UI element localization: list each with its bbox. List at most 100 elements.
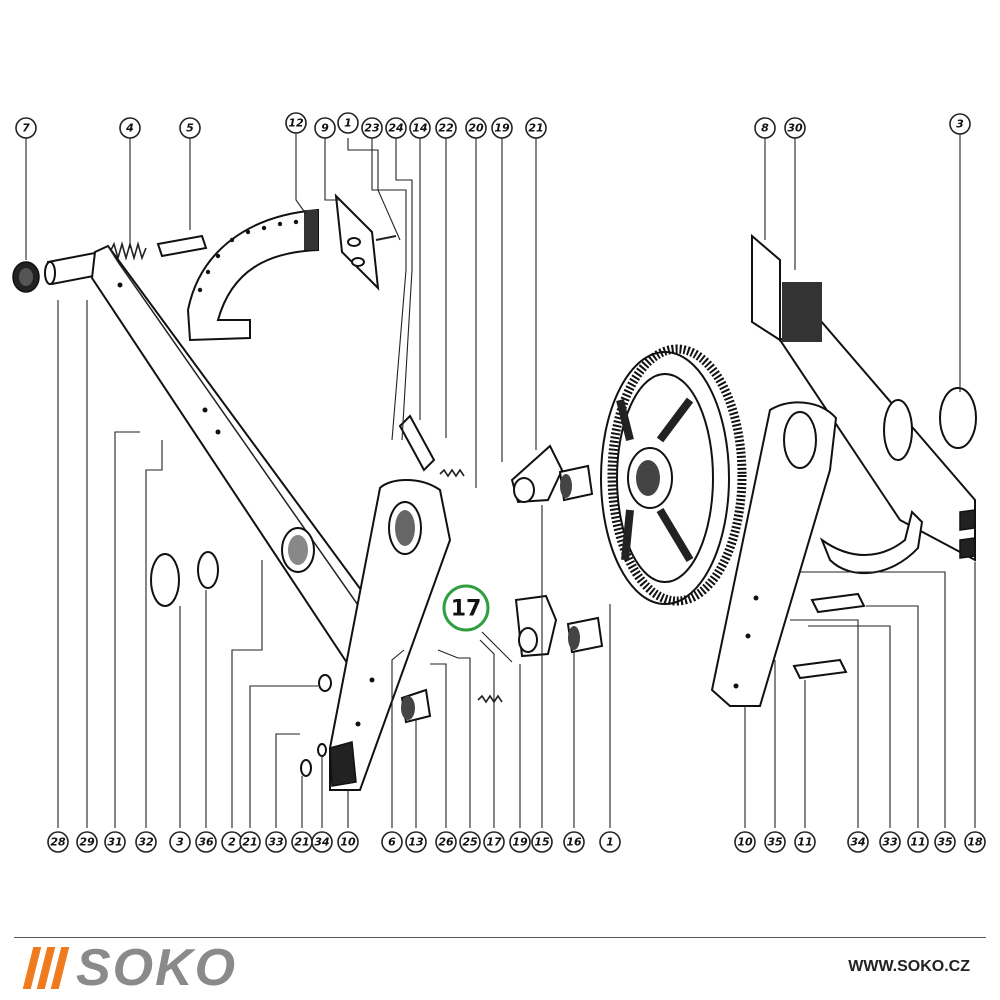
svg-text:17: 17 — [451, 597, 482, 622]
svg-text:5: 5 — [186, 122, 194, 135]
callout-19-top: 19 — [491, 117, 513, 139]
svg-text:22: 22 — [438, 122, 454, 135]
callout-14: 14 — [409, 117, 431, 139]
callout-22: 22 — [435, 117, 457, 139]
svg-text:25: 25 — [462, 836, 478, 849]
svg-text:33: 33 — [268, 836, 284, 849]
callout-36: 36 — [195, 831, 217, 853]
washer-part — [300, 759, 312, 777]
svg-text:21: 21 — [294, 836, 309, 849]
left-side-plate-part — [329, 479, 452, 791]
svg-text:21: 21 — [242, 836, 257, 849]
sleeve-part — [44, 250, 106, 286]
callout-11-a: 11 — [794, 831, 816, 853]
spring-part — [109, 241, 147, 261]
circlip-part — [197, 551, 219, 589]
svg-text:11: 11 — [797, 836, 812, 849]
callout-16: 16 — [563, 831, 585, 853]
callout-33-b: 33 — [879, 831, 901, 853]
svg-text:31: 31 — [107, 836, 122, 849]
pin-part — [156, 234, 208, 258]
highlighted-callout-17[interactable]: 17 — [442, 584, 513, 663]
svg-text:20: 20 — [468, 122, 484, 135]
svg-text:29: 29 — [79, 836, 95, 849]
retaining-ring-part — [939, 387, 977, 449]
callout-5: 5 — [179, 117, 201, 139]
svg-text:24: 24 — [388, 122, 403, 135]
washer-part — [317, 743, 327, 757]
link-plate-part — [398, 414, 436, 472]
callout-28: 28 — [47, 831, 69, 853]
gear-wheel-part — [600, 344, 747, 606]
bushing-part — [558, 464, 604, 654]
brand-bars-icon — [22, 947, 70, 989]
callout-3-top: 3 — [949, 113, 971, 135]
callout-23: 23 — [361, 117, 383, 139]
svg-text:32: 32 — [138, 836, 154, 849]
brand-logo[interactable]: SOKO — [22, 939, 238, 997]
svg-text:6: 6 — [388, 836, 396, 849]
svg-text:1: 1 — [344, 117, 352, 130]
footer-divider — [14, 937, 986, 938]
callout-18: 18 — [964, 831, 986, 853]
callout-2: 2 — [221, 831, 243, 853]
svg-text:34: 34 — [314, 836, 329, 849]
callout-1-top: 1 — [337, 112, 359, 134]
bolt-part — [792, 658, 848, 680]
bolt-part — [810, 592, 866, 614]
callout-4: 4 — [119, 117, 141, 139]
svg-text:35: 35 — [767, 836, 783, 849]
callout-15: 15 — [531, 831, 553, 853]
svg-text:23: 23 — [364, 122, 380, 135]
callout-12: 12 — [285, 112, 307, 134]
callout-29: 29 — [76, 831, 98, 853]
callout-35-b: 35 — [934, 831, 956, 853]
callout-33: 33 — [265, 831, 287, 853]
pivot-bushing-part — [400, 688, 432, 724]
svg-text:13: 13 — [408, 836, 424, 849]
callout-32: 32 — [135, 831, 157, 853]
spring-part — [439, 468, 465, 478]
svg-text:19: 19 — [494, 122, 510, 135]
svg-text:16: 16 — [566, 836, 582, 849]
svg-text:17: 17 — [486, 836, 502, 849]
callout-35-a: 35 — [764, 831, 786, 853]
svg-text:36: 36 — [198, 836, 214, 849]
brand-name: SOKO — [76, 939, 238, 997]
svg-text:35: 35 — [937, 836, 953, 849]
curved-shoe-part — [819, 510, 924, 575]
website-link[interactable]: WWW.SOKO.CZ — [848, 958, 970, 975]
svg-text:10: 10 — [340, 836, 356, 849]
frame-bracket-part — [751, 233, 976, 562]
svg-text:19: 19 — [512, 836, 528, 849]
svg-text:30: 30 — [787, 122, 803, 135]
callout-30: 30 — [784, 117, 806, 139]
callout-11-b: 11 — [907, 831, 929, 853]
svg-text:26: 26 — [438, 836, 454, 849]
callout-21-a: 21 — [239, 831, 261, 853]
svg-text:3: 3 — [176, 836, 184, 849]
callout-13: 13 — [405, 831, 427, 853]
spring-part — [477, 694, 503, 704]
callout-34-a: 34 — [311, 831, 333, 853]
callout-20: 20 — [465, 117, 487, 139]
small-bracket-part — [334, 193, 397, 291]
svg-text:11: 11 — [910, 836, 925, 849]
end-cap-part — [12, 261, 40, 293]
svg-text:7: 7 — [22, 122, 30, 135]
svg-text:34: 34 — [850, 836, 865, 849]
svg-text:10: 10 — [737, 836, 753, 849]
leader-lines — [25, 133, 976, 828]
callout-17-b: 17 — [483, 831, 505, 853]
callout-7: 7 — [15, 117, 37, 139]
callout-24: 24 — [385, 117, 407, 139]
callout-6: 6 — [381, 831, 403, 853]
svg-text:18: 18 — [967, 836, 983, 849]
svg-text:4: 4 — [125, 122, 134, 135]
svg-text:28: 28 — [50, 836, 66, 849]
long-arm-part — [90, 244, 394, 692]
svg-text:21: 21 — [528, 122, 543, 135]
exploded-parts-diagram: 7 4 5 12 9 1 23 24 14 22 20 19 21 8 30 3… — [12, 112, 986, 853]
svg-text:33: 33 — [882, 836, 898, 849]
circlip-part — [150, 553, 180, 607]
